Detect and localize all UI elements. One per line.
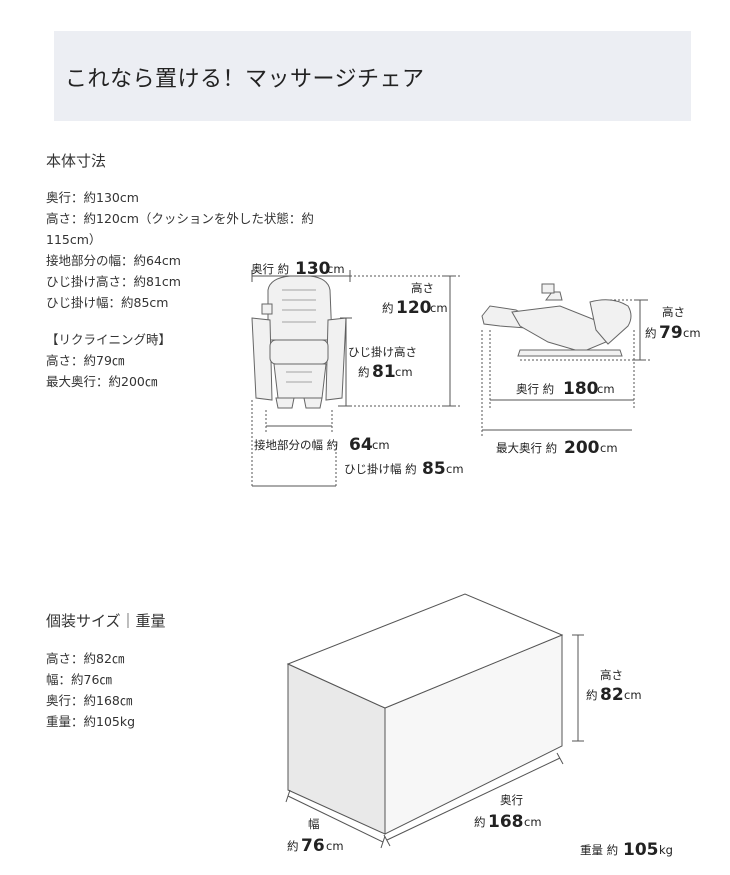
armrest-width-label: ひじ掛け幅 約 xyxy=(344,462,417,476)
recline-height-dimension-line xyxy=(520,299,650,361)
depth-label: 奥行 約 xyxy=(251,262,289,276)
package-depth-value: 168 xyxy=(488,812,524,832)
height-label: 高さ xyxy=(411,281,434,295)
armrest-width-unit: cm xyxy=(446,462,464,476)
recline-max-depth-value: 200 xyxy=(564,438,600,458)
package-depth-label: 奥行 xyxy=(500,793,523,807)
recline-depth-label: 奥行 約 xyxy=(516,382,554,396)
spec-line: 奥行：約130cm xyxy=(46,190,139,205)
page-title: これなら置ける！マッサージチェア xyxy=(65,67,425,92)
spec-line: 115cm） xyxy=(46,232,102,247)
depth-value: 130 xyxy=(295,259,331,279)
ground-width-value: 64 xyxy=(349,435,373,455)
height-unit: cm xyxy=(430,301,448,315)
reclining-specs: 【リクライニング時】 高さ：約79㎝ 最大奥行：約200㎝ xyxy=(46,329,171,392)
recline-max-depth-label: 最大奥行 約 xyxy=(496,441,557,455)
recline-height-unit: cm xyxy=(683,326,701,340)
package-width-value: 76 xyxy=(301,836,325,856)
package-height-label: 高さ xyxy=(600,668,623,682)
height-value: 120 xyxy=(396,298,432,318)
armrest-height-prefix: 約 xyxy=(358,365,370,379)
ground-width-label: 接地部分の幅 約 xyxy=(254,438,338,452)
recline-depth-unit: cm xyxy=(597,382,615,396)
package-height-dimension-line xyxy=(572,634,584,742)
spec-line: 奥行：約168㎝ xyxy=(46,693,133,708)
spec-line: ひじ掛け幅：約85cm xyxy=(46,295,169,310)
recline-max-depth-dimension-line xyxy=(481,330,632,436)
package-weight-label: 重量 約 xyxy=(580,843,618,857)
package-size-heading: 個装サイズ｜重量 xyxy=(46,612,166,630)
package-box-illustration xyxy=(286,593,564,835)
spec-line: 高さ：約120cm（クッションを外した状態：約 xyxy=(46,211,314,226)
armrest-width-dimension-line xyxy=(251,400,337,487)
recline-height-label: 高さ xyxy=(662,305,685,319)
chair-front-illustration xyxy=(251,275,347,409)
package-height-value: 82 xyxy=(600,685,624,705)
height-dimension-line xyxy=(338,275,460,407)
package-width-label: 幅 xyxy=(308,817,320,831)
package-width-unit: cm xyxy=(326,839,344,853)
spec-line: 高さ：約79㎝ xyxy=(46,353,125,368)
package-depth-prefix: 約 xyxy=(474,815,486,829)
ground-width-dimension-line xyxy=(265,410,333,432)
title-banner: これなら置ける！マッサージチェア xyxy=(54,31,691,121)
package-width-dimension-line xyxy=(285,789,386,849)
package-specs: 高さ：約82㎝ 幅：約76㎝ 奥行：約168㎝ 重量：約105kg xyxy=(46,648,135,732)
ground-width-unit: cm xyxy=(372,438,390,452)
armrest-height-label: ひじ掛け高さ xyxy=(348,345,417,359)
package-width-prefix: 約 xyxy=(287,839,299,853)
package-height-unit: cm xyxy=(624,688,642,702)
package-depth-unit: cm xyxy=(524,815,542,829)
spec-line: 高さ：約82㎝ xyxy=(46,651,125,666)
body-size-specs: 奥行：約130cm 高さ：約120cm（クッションを外した状態：約 115cm）… xyxy=(46,187,314,313)
recline-depth-value: 180 xyxy=(563,379,599,399)
recline-max-depth-unit: cm xyxy=(600,441,618,455)
spec-line: 重量：約105kg xyxy=(46,714,136,729)
depth-unit: cm xyxy=(327,262,345,276)
spec-line: 接地部分の幅：約64cm xyxy=(46,253,181,268)
armrest-height-value: 81 xyxy=(372,362,396,382)
recline-height-value: 79 xyxy=(659,323,683,343)
package-weight-value: 105 xyxy=(623,840,659,860)
armrest-width-value: 85 xyxy=(422,459,446,479)
package-height-prefix: 約 xyxy=(586,688,598,702)
height-prefix: 約 xyxy=(382,301,394,315)
armrest-height-unit: cm xyxy=(395,365,413,379)
body-size-heading: 本体寸法 xyxy=(46,152,107,170)
spec-line: 幅：約76㎝ xyxy=(46,672,112,687)
recline-height-prefix: 約 xyxy=(645,326,657,340)
package-weight-unit: kg xyxy=(659,843,673,857)
spec-line: 最大奥行：約200㎝ xyxy=(46,374,158,389)
reclining-heading: 【リクライニング時】 xyxy=(46,332,172,347)
chair-reclined-illustration xyxy=(481,283,632,357)
package-box-diagram: 高さ 約 82 cm 奥行 約 168 cm 幅 約 76 cm 重量 約 10… xyxy=(285,593,673,860)
armrest-height-dimension-line xyxy=(340,317,352,407)
chair-dimension-diagram: 奥行 約 130 cm 高さ 約 120 cm ひじ掛け高さ 約 81 cm 接… xyxy=(251,259,701,487)
spec-line: ひじ掛け高さ：約81cm xyxy=(46,274,181,289)
recline-depth-dimension-line xyxy=(489,330,635,410)
